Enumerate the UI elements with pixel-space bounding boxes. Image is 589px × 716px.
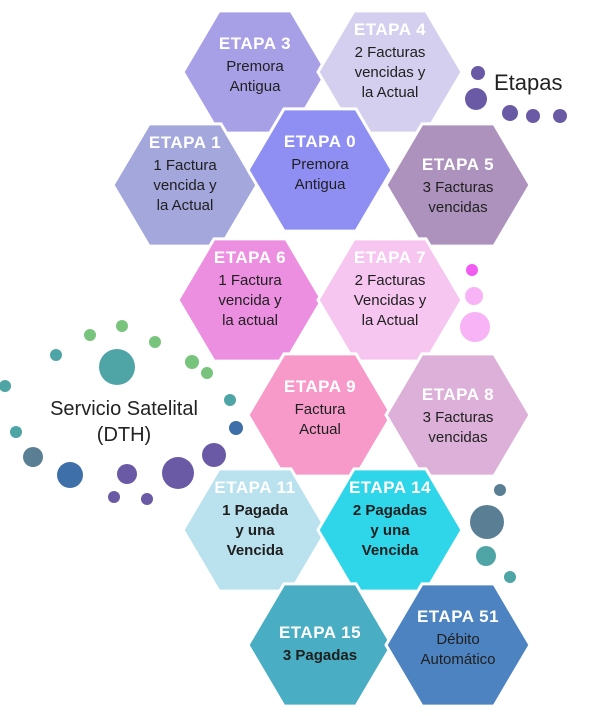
decorative-dot [108,491,120,503]
decorative-dot [466,264,478,276]
hexagon-etapa-51 [384,582,532,708]
decorative-dot [224,394,236,406]
decorative-dot [502,105,518,121]
decorative-dot [10,426,22,438]
hexagon-etapa-5 [384,122,532,248]
decorative-dot [202,443,226,467]
etapas-label: Etapas [494,70,563,95]
decorative-dot [465,88,487,110]
hexagon-etapa-1 [111,122,259,248]
hexagon-etapa-14 [316,467,464,593]
decorative-dot [149,336,161,348]
decorative-dot [494,484,506,496]
hexagon-layer [111,9,532,708]
decorative-dot [50,349,62,361]
decorative-dot [504,571,516,583]
decorative-dot [229,421,243,435]
decorative-dot [162,457,194,489]
decorative-dot [526,109,540,123]
decorative-dot [141,493,153,505]
decorative-dot [471,66,485,80]
hexagon-etapa-6 [176,237,324,363]
decorative-dot [0,380,11,392]
hexagon-etapa-15 [246,582,394,708]
decorative-dot [460,312,490,342]
decorative-dot [84,329,96,341]
decorative-dot [116,320,128,332]
decorative-dot [476,546,496,566]
decorative-dot [185,355,199,369]
decorative-dot [99,349,135,385]
decorative-dot [57,462,83,488]
decorative-dots [0,66,567,583]
decorative-dot [553,109,567,123]
decorative-dot [470,505,504,539]
decorative-dot [117,464,137,484]
hexagon-etapa-0 [246,107,394,233]
decorative-dot [201,367,213,379]
decorative-dot [23,447,43,467]
hexagon-etapa-7 [316,237,464,363]
hexagon-etapa-9 [246,352,394,478]
decorative-dot [465,287,483,305]
servicio-satelital-label: Servicio Satelital (DTH) [50,398,198,446]
hexagon-etapa-11 [181,467,329,593]
hexagon-etapa-8 [384,352,532,478]
